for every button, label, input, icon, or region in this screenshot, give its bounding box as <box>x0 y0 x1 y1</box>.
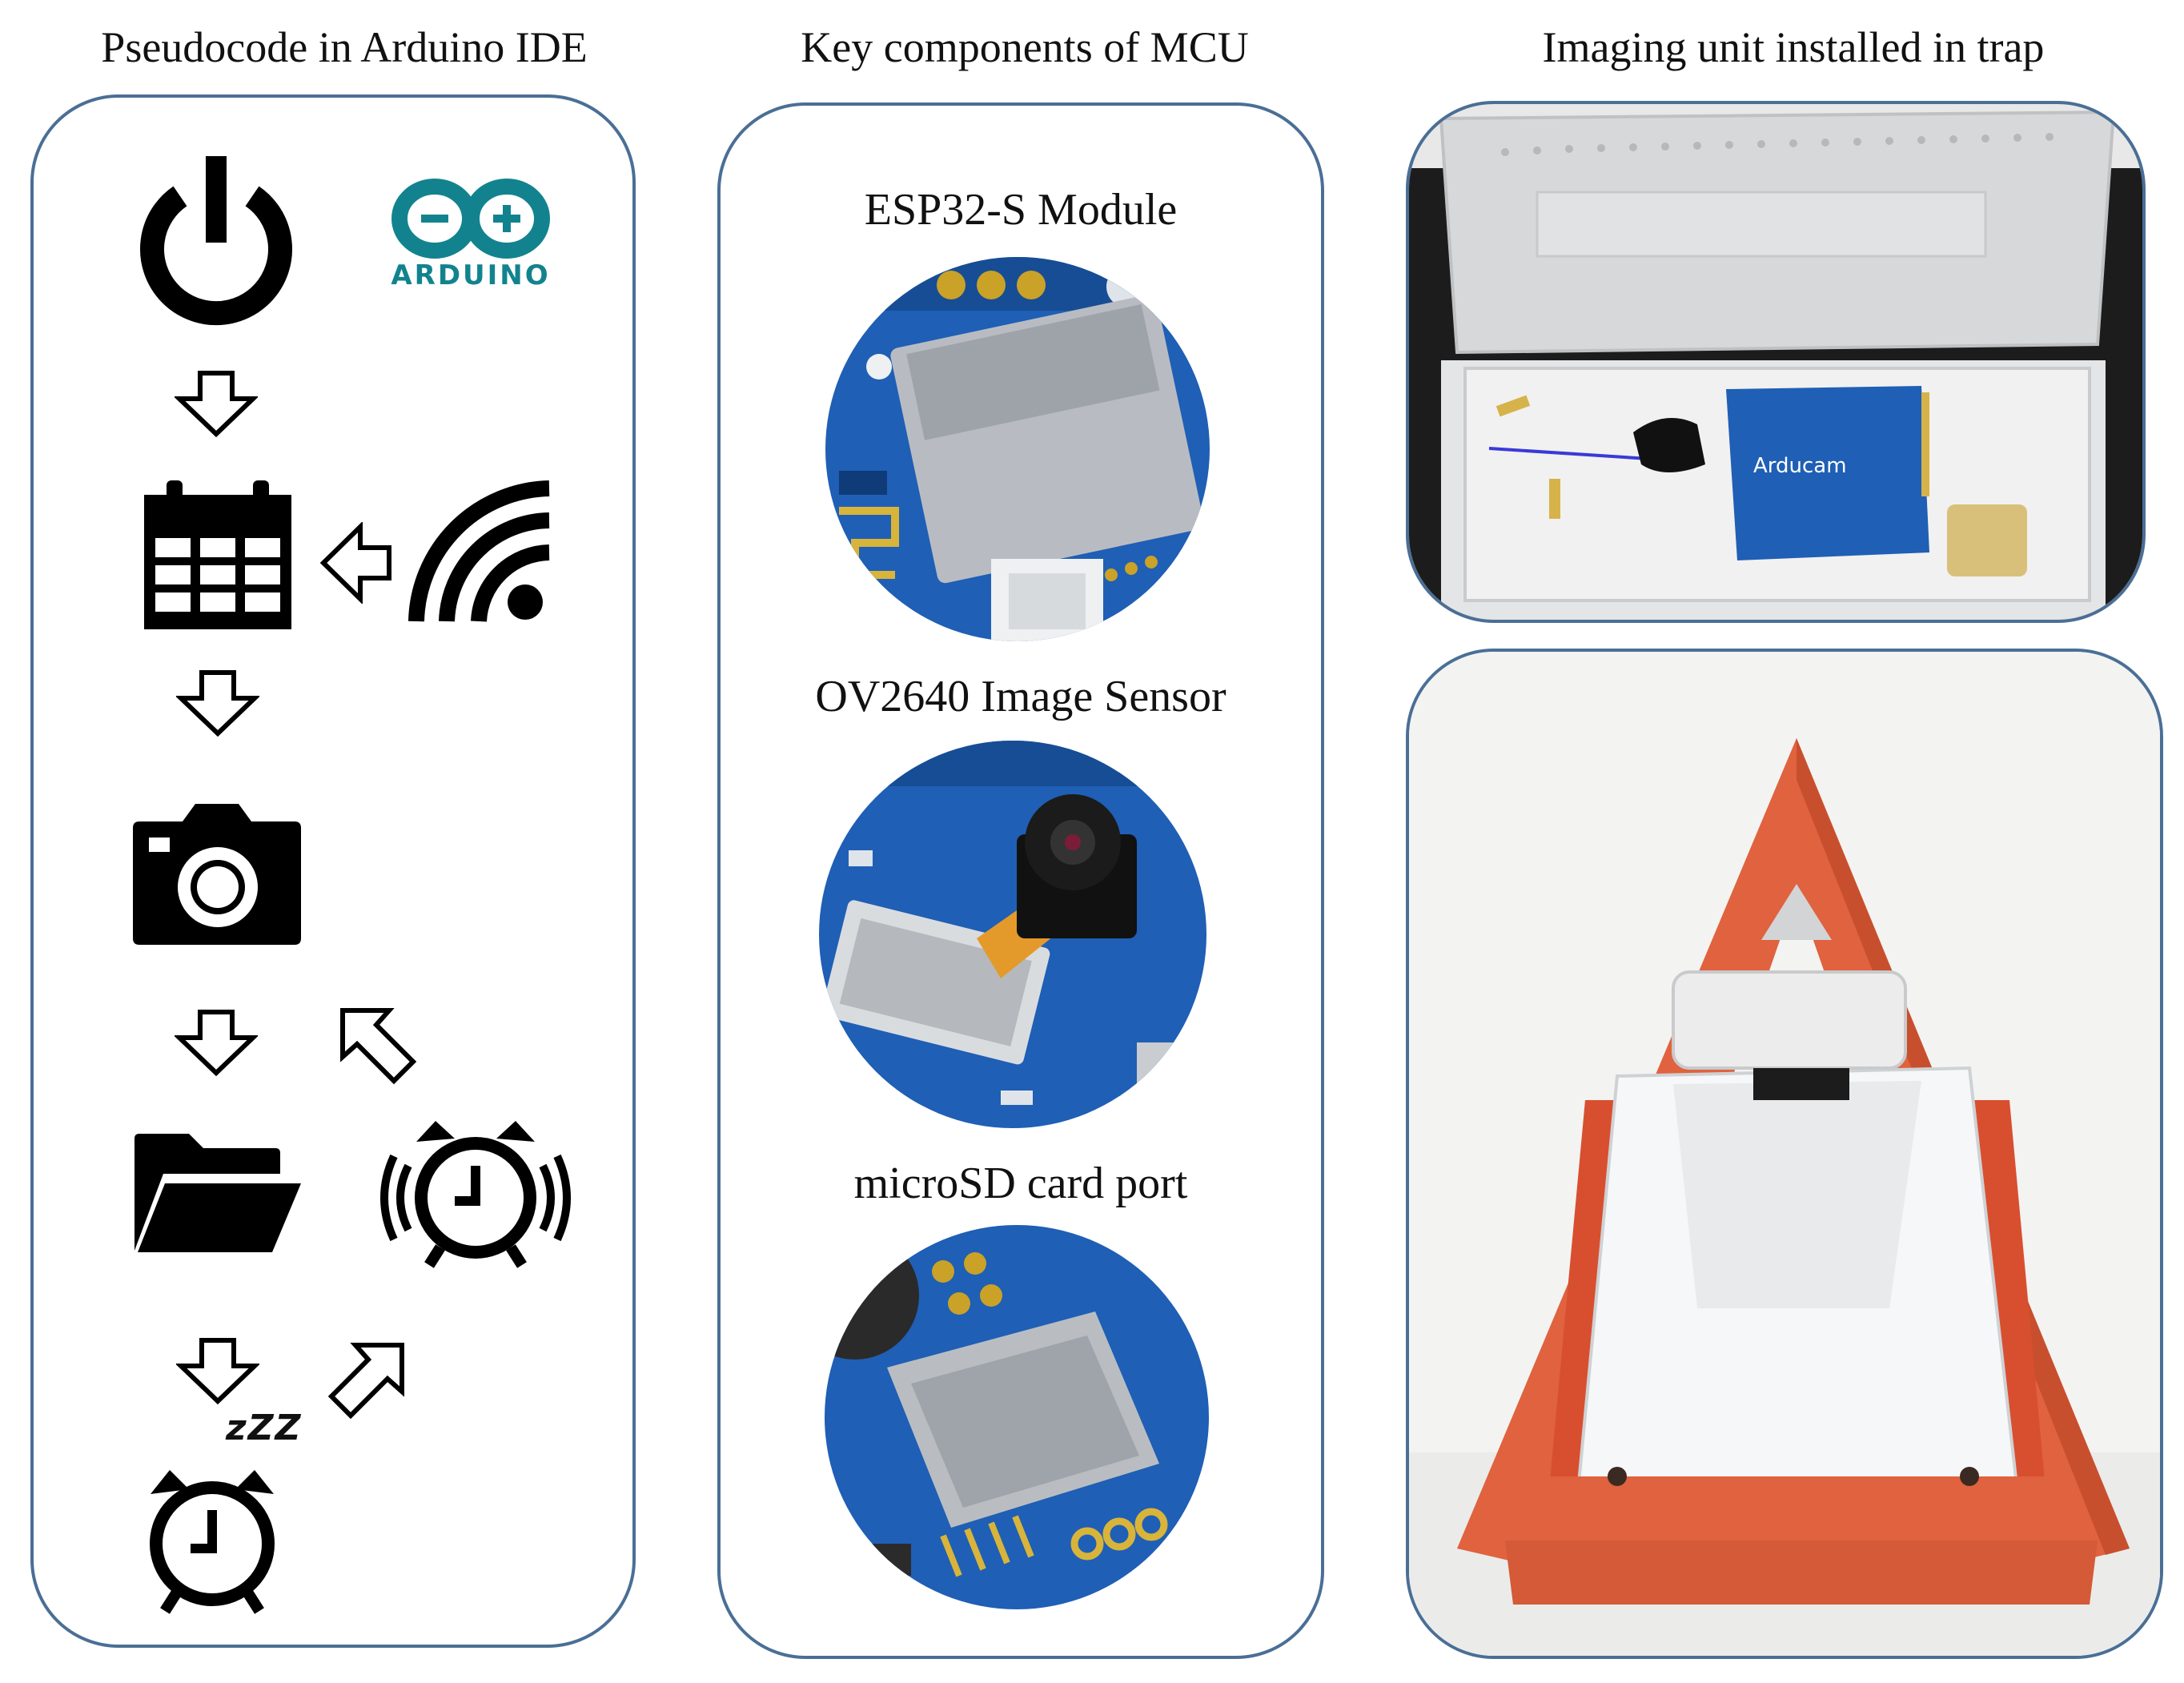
image-sensor-photo <box>817 738 1209 1131</box>
arduino-logo-text: ARDUINO <box>391 259 551 291</box>
arducam-board-text: Arducam <box>1753 454 1847 478</box>
image-sensor-label: OV2640 Image Sensor <box>815 672 1226 721</box>
pseudocode-panel <box>30 94 636 1648</box>
esp32-module-label: ESP32-S Module <box>864 185 1178 235</box>
alarm-clock-ringing-icon <box>376 1118 575 1270</box>
down-arrow <box>176 669 259 737</box>
down-arrow <box>175 1009 258 1076</box>
sleeping-alarm-clock-icon <box>136 1462 288 1614</box>
left-arrow <box>319 522 392 604</box>
imaging-unit-box-photo: Arducam <box>1409 104 2142 620</box>
diagonal-arrow <box>327 1340 407 1420</box>
camera-icon <box>130 801 304 946</box>
power-icon <box>128 152 304 328</box>
sleep-zzz-label: zZZ <box>226 1408 303 1448</box>
down-arrow <box>176 1337 259 1404</box>
microsd-port-photo <box>823 1223 1210 1611</box>
components-panel-title: Key components of MCU <box>801 23 1249 71</box>
wifi-icon <box>405 480 557 625</box>
microsd-port-label: microSD card port <box>853 1159 1188 1208</box>
orange-trap-photo <box>1409 652 2160 1656</box>
esp32-module-photo <box>823 255 1212 644</box>
calendar-icon <box>141 480 295 633</box>
diagonal-arrow <box>338 1006 418 1086</box>
arduino-logo: ARDUINO <box>391 175 551 295</box>
down-arrow <box>175 370 258 437</box>
pseudocode-panel-title: Pseudocode in Arduino IDE <box>101 23 588 71</box>
folder-icon <box>131 1131 303 1255</box>
trap-panel-title: Imaging unit installed in trap <box>1542 23 2045 71</box>
